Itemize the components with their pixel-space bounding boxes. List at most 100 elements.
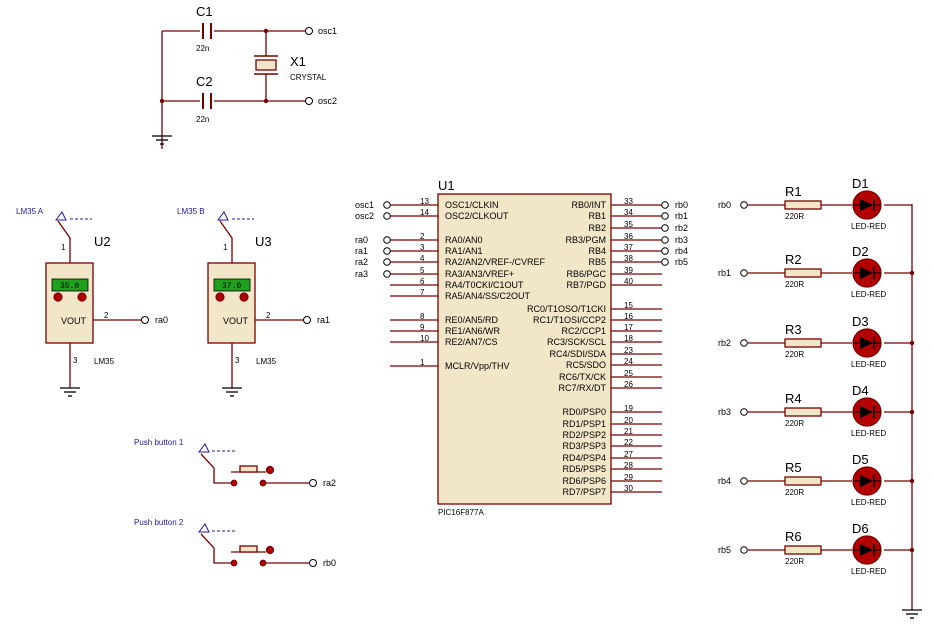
svg-text:1: 1 (61, 243, 66, 252)
ra1-terminal[interactable] (303, 316, 311, 324)
ground-symbol (222, 387, 242, 397)
net-terminal[interactable] (383, 201, 391, 209)
decrease-button-icon[interactable] (53, 292, 63, 302)
net-terminal[interactable] (661, 247, 669, 255)
net-terminal[interactable] (661, 258, 669, 266)
resistor[interactable] (784, 476, 822, 486)
led-net-terminal[interactable] (740, 546, 748, 554)
capacitor-c2[interactable]: C2 22n (196, 74, 213, 124)
rb0-terminal[interactable] (309, 559, 317, 567)
led-net-terminal[interactable] (740, 201, 748, 209)
sensor-u2[interactable]: LM35 A 1 U2 35.0 VOUT 2 ra0 3 LM35 (16, 207, 168, 397)
net-terminal[interactable] (383, 236, 391, 244)
increase-button-icon[interactable] (239, 292, 249, 302)
pin-name: RD2/PSP2 (562, 430, 606, 440)
push-button-2[interactable]: Push button 2 rb0 (134, 518, 336, 568)
led-net-terminal[interactable] (740, 339, 748, 347)
sensor-body (45, 262, 94, 344)
sensor-part: LM35 (94, 357, 115, 366)
pin-name: OSC1/CLKIN (445, 200, 499, 210)
decrease-button-icon[interactable] (215, 292, 225, 302)
resistor[interactable] (784, 338, 822, 348)
net-terminal[interactable] (383, 258, 391, 266)
button-toggle-icon[interactable] (265, 545, 275, 555)
capacitor-c1[interactable]: C1 22n (196, 4, 213, 53)
net-terminal[interactable] (383, 247, 391, 255)
resistor[interactable] (784, 407, 822, 417)
resistor[interactable] (784, 200, 822, 210)
button-toggle-icon[interactable] (265, 465, 275, 475)
net-terminal[interactable] (661, 236, 669, 244)
led-ref: D2 (852, 244, 869, 259)
net-terminal[interactable] (383, 212, 391, 220)
net-terminal[interactable] (661, 224, 669, 232)
crystal-x1[interactable]: X1 CRYSTAL (254, 54, 327, 82)
sensor-u3[interactable]: LM35 B 1 U3 37.0 VOUT 2 ra1 3 LM35 (177, 207, 330, 397)
net-terminal[interactable] (383, 270, 391, 278)
led-net-terminal[interactable] (740, 408, 748, 416)
net-terminal[interactable] (661, 212, 669, 220)
osc2-terminal[interactable] (305, 97, 313, 105)
led-net-terminal[interactable] (740, 477, 748, 485)
osc1-terminal[interactable] (305, 27, 313, 35)
pin-name: RB3/PGM (565, 235, 606, 245)
pin-number: 23 (624, 346, 633, 355)
led-net-terminal[interactable] (740, 269, 748, 277)
pin-number: 9 (420, 323, 425, 332)
resistor[interactable] (784, 268, 822, 278)
resistor-value: 220R (785, 419, 804, 428)
push-button-1[interactable]: Push button 1 ra2 (134, 438, 336, 488)
pin-name: RB4 (588, 246, 606, 256)
ra0-terminal[interactable] (141, 316, 149, 324)
resistor[interactable] (784, 545, 822, 555)
pin-number: 5 (420, 266, 425, 275)
pin-name: RD3/PSP3 (562, 441, 606, 451)
ra2-terminal[interactable] (309, 479, 317, 487)
increase-button-icon[interactable] (77, 292, 87, 302)
net-terminal[interactable] (661, 201, 669, 209)
